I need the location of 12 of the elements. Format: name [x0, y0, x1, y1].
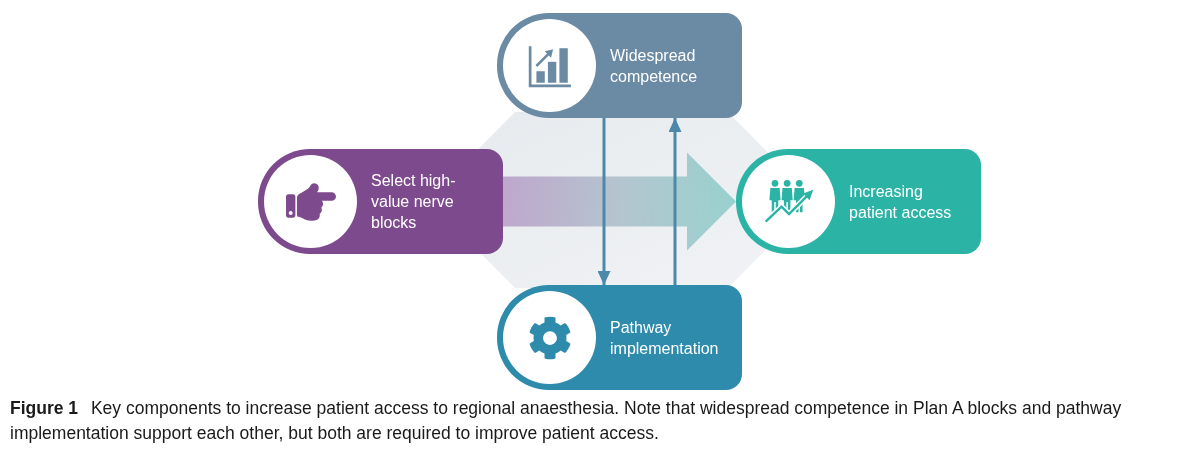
process-node: [497, 285, 742, 390]
process-node: [497, 13, 742, 118]
node-label: Pathway implementation: [610, 317, 720, 359]
node-label: Increasing patient access: [849, 181, 953, 223]
arrow: [668, 118, 682, 285]
wide-arrow: [503, 152, 736, 251]
process-node: [736, 149, 981, 254]
node-label: Widespread competence: [610, 45, 699, 87]
figure-caption: Figure 1 Key components to increase patient access to regional anaesthesia. Note that widespread competence in Plan A blocks and pathway implementation support each other, but both are required to improve patient access.: [10, 397, 1123, 445]
arrow: [597, 118, 611, 285]
node-label: Select high-value nerve blocks: [371, 171, 457, 233]
process-node: [258, 149, 503, 254]
